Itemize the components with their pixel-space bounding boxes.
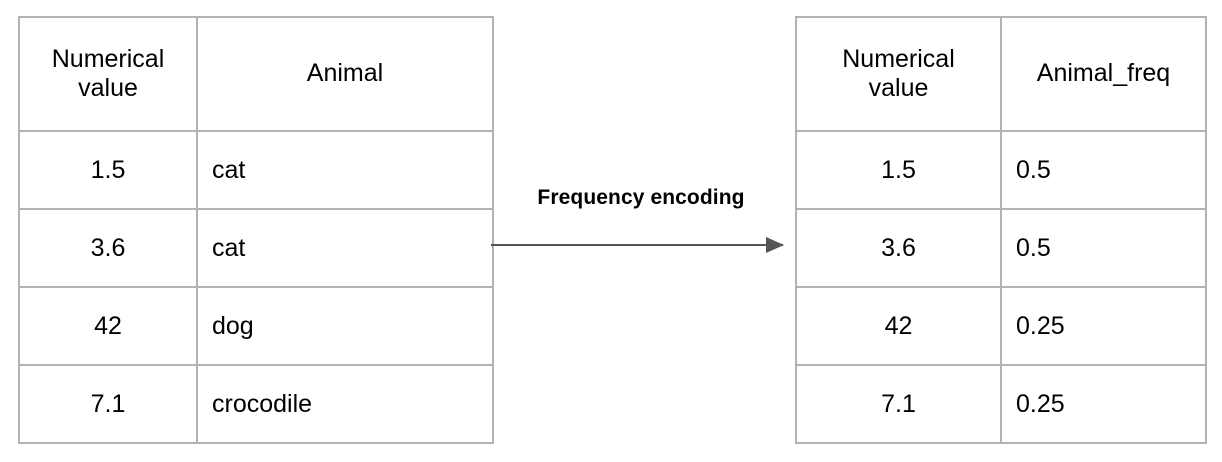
source-table: Numerical value Animal 1.5 cat 3.6 cat 4… <box>18 16 494 444</box>
table-row: 7.1 0.25 <box>795 364 1207 444</box>
cell-numerical-value: 1.5 <box>18 130 198 210</box>
cell-numerical-value: 7.1 <box>795 364 1002 444</box>
cell-animal-freq: 0.5 <box>1000 130 1207 210</box>
cell-numerical-value: 7.1 <box>18 364 198 444</box>
encoded-table: Numerical value Animal_freq 1.5 0.5 3.6 … <box>795 16 1207 444</box>
column-header-animal: Animal <box>196 16 494 132</box>
table-header-row: Numerical value Animal_freq <box>795 16 1207 132</box>
cell-animal-freq: 0.5 <box>1000 208 1207 288</box>
column-header-line-1: Numerical <box>842 44 955 73</box>
cell-numerical-value: 3.6 <box>795 208 1002 288</box>
table-header-row: Numerical value Animal <box>18 16 494 132</box>
right-arrow-icon <box>491 237 784 253</box>
cell-animal: dog <box>196 286 494 366</box>
table-row: 1.5 0.5 <box>795 130 1207 210</box>
cell-animal: crocodile <box>196 364 494 444</box>
cell-animal: cat <box>196 130 494 210</box>
table-row: 7.1 crocodile <box>18 364 494 444</box>
transform-label: Frequency encoding <box>537 186 745 209</box>
cell-animal: cat <box>196 208 494 288</box>
cell-numerical-value: 42 <box>795 286 1002 366</box>
table-row: 42 dog <box>18 286 494 366</box>
cell-numerical-value: 3.6 <box>18 208 198 288</box>
table-row: 1.5 cat <box>18 130 494 210</box>
table-row: 3.6 cat <box>18 208 494 288</box>
cell-numerical-value: 42 <box>18 286 198 366</box>
cell-numerical-value: 1.5 <box>795 130 1002 210</box>
cell-animal-freq: 0.25 <box>1000 364 1207 444</box>
column-header-numerical-value: Numerical value <box>795 16 1002 132</box>
column-header-numerical-value: Numerical value <box>18 16 198 132</box>
cell-animal-freq: 0.25 <box>1000 286 1207 366</box>
column-header-animal-freq: Animal_freq <box>1000 16 1207 132</box>
column-header-line-1: Numerical <box>51 44 165 73</box>
table-row: 42 0.25 <box>795 286 1207 366</box>
column-header-line-2: value <box>78 74 138 102</box>
transform-group: Frequency encoding <box>488 186 800 266</box>
column-header-line-2: value <box>868 74 929 102</box>
table-row: 3.6 0.5 <box>795 208 1207 288</box>
